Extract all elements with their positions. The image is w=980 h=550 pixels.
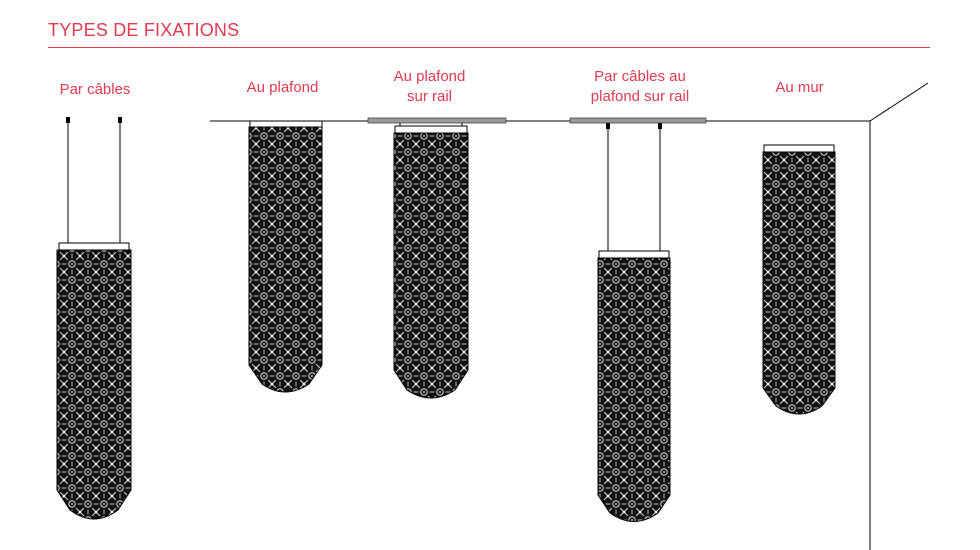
cable-anchor-icon bbox=[658, 123, 662, 129]
lace-panel bbox=[762, 151, 836, 415]
mount-bar bbox=[58, 242, 130, 251]
mount-bar bbox=[394, 125, 468, 134]
ceiling-rail bbox=[367, 117, 507, 124]
label-au-mur: Au mur bbox=[752, 78, 847, 98]
label-par-cables-rail-line2: plafond sur rail bbox=[590, 88, 690, 105]
cable-anchor-icon bbox=[606, 123, 610, 129]
cable-anchor-icon bbox=[66, 117, 70, 123]
title-underline bbox=[48, 47, 930, 48]
label-au-plafond-sur-rail: Au plafond sur rail bbox=[372, 67, 487, 107]
lace-panel bbox=[597, 257, 671, 522]
mount-bar bbox=[598, 250, 670, 259]
panel-par-cables bbox=[56, 117, 132, 520]
mount-bar bbox=[249, 120, 323, 128]
mount-bar bbox=[763, 144, 835, 153]
label-au-plafond-line1: Au plafond bbox=[246, 79, 319, 96]
label-au-plafond-sur-rail-line2: sur rail bbox=[406, 88, 452, 105]
perspective-line bbox=[869, 82, 929, 122]
cable-anchor-icon bbox=[118, 117, 122, 123]
page-title: TYPES DE FIXATIONS bbox=[48, 20, 240, 40]
panel-au-plafond-sur-rail bbox=[367, 117, 507, 399]
label-au-mur-line1: Au mur bbox=[775, 79, 824, 96]
panel-au-plafond bbox=[248, 120, 323, 393]
panel-par-cables-rail bbox=[569, 117, 707, 522]
label-par-cables-line1: Par câbles bbox=[59, 81, 131, 98]
label-par-cables-rail: Par câbles au plafond sur rail bbox=[565, 67, 715, 107]
lace-panel bbox=[393, 132, 469, 399]
label-au-plafond: Au plafond bbox=[225, 78, 340, 98]
lace-panel bbox=[248, 126, 323, 393]
lace-panel bbox=[56, 249, 132, 520]
label-par-cables-rail-line1: Par câbles au bbox=[594, 68, 686, 85]
ceiling-rail bbox=[569, 117, 707, 124]
label-par-cables: Par câbles bbox=[40, 80, 150, 100]
label-au-plafond-sur-rail-line1: Au plafond bbox=[393, 68, 466, 85]
panel-au-mur bbox=[762, 144, 836, 415]
